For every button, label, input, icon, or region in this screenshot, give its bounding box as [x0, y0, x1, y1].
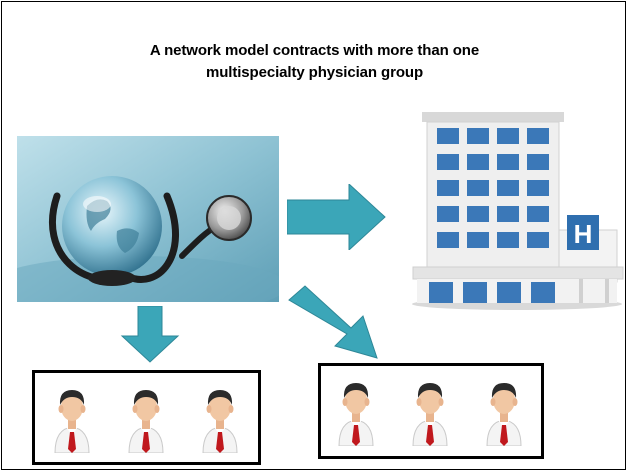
- physician-icon: [201, 383, 239, 453]
- arrow-to-group-1: [120, 306, 180, 364]
- physician-icon: [127, 383, 165, 453]
- svg-text:H: H: [574, 219, 593, 249]
- title-line-2: multispecialty physician group: [205, 64, 424, 81]
- physician-group-2: [318, 363, 544, 459]
- slide-title: A network model contracts with more than…: [42, 40, 587, 84]
- physician-row-2: [321, 366, 541, 456]
- title-line-1: A network model contracts with more than…: [149, 42, 480, 59]
- physician-icon: [411, 376, 449, 446]
- arrow-to-hospital: [287, 184, 387, 250]
- physician-group-1: [32, 370, 261, 465]
- physician-icon: [485, 376, 523, 446]
- physician-icon: [53, 383, 91, 453]
- globe-stethoscope-image: [17, 136, 279, 302]
- physician-icon: [337, 376, 375, 446]
- arrow-to-group-2: [287, 282, 382, 362]
- physician-row-1: [35, 373, 258, 462]
- hospital-icon: H: [407, 112, 627, 312]
